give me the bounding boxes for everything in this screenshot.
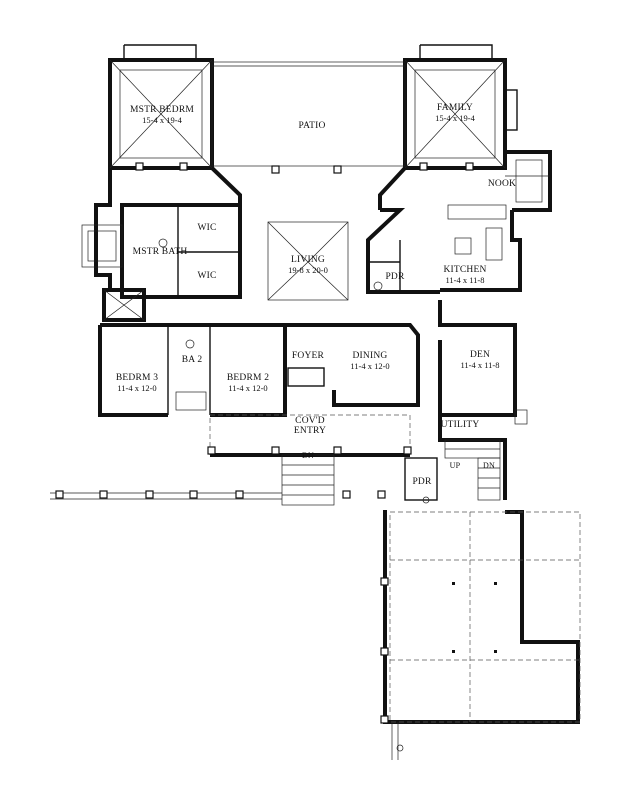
patio-name: PATIO xyxy=(298,121,325,131)
bedroom2-name: BEDRM 2 xyxy=(227,373,269,383)
nook-name: NOOK xyxy=(488,179,516,189)
pdr-lower-name: PDR xyxy=(412,477,432,487)
nook-block xyxy=(505,150,552,212)
family-name: FAMILY xyxy=(437,103,473,113)
bedroom2-dim: 11-4 x 12-0 xyxy=(228,383,267,393)
den-name: DEN xyxy=(470,350,490,360)
kitchen-dim: 11-4 x 11-8 xyxy=(445,275,484,285)
covered-entry-name2: ENTRY xyxy=(294,426,326,436)
den-dim: 11-4 x 11-8 xyxy=(460,360,499,370)
bedroom3-dim: 11-4 x 12-0 xyxy=(117,383,156,393)
ba2-name: BA 2 xyxy=(182,355,203,365)
stair-up: UP xyxy=(450,461,461,470)
living-dim: 19-8 x 20-0 xyxy=(288,265,328,275)
covered-entry-name: COV'D xyxy=(295,416,325,426)
living-name: LIVING xyxy=(291,255,325,265)
entry-stair-down: DN xyxy=(302,451,314,460)
foyer-name: FOYER xyxy=(292,351,325,361)
pdr-main-name: PDR xyxy=(385,272,405,282)
front-rail xyxy=(50,490,386,500)
wic-lower-name: WIC xyxy=(197,271,216,281)
master-bedroom-dim: 15-4 x 19-4 xyxy=(142,115,182,125)
wic-upper-name: WIC xyxy=(197,223,216,233)
patio-area xyxy=(135,61,474,174)
kitchen-name: KITCHEN xyxy=(443,265,486,275)
dining-name: DINING xyxy=(353,351,388,361)
dining-dim: 11-4 x 12-0 xyxy=(350,361,389,371)
utility-name: UTILITY xyxy=(441,420,480,430)
garage xyxy=(380,510,581,760)
family-dim: 15-4 x 19-4 xyxy=(435,113,475,123)
stair-down: DN xyxy=(483,461,495,470)
room-labels: MSTR BEDRM 15-4 x 19-4 PATIO FAMILY 15-4… xyxy=(116,103,516,487)
master-bath-name: MSTR BATH xyxy=(133,247,188,257)
main-house-walls xyxy=(81,166,528,506)
master-bedroom-name: MSTR BEDRM xyxy=(130,105,194,115)
bedroom3-name: BEDRM 3 xyxy=(116,373,158,383)
